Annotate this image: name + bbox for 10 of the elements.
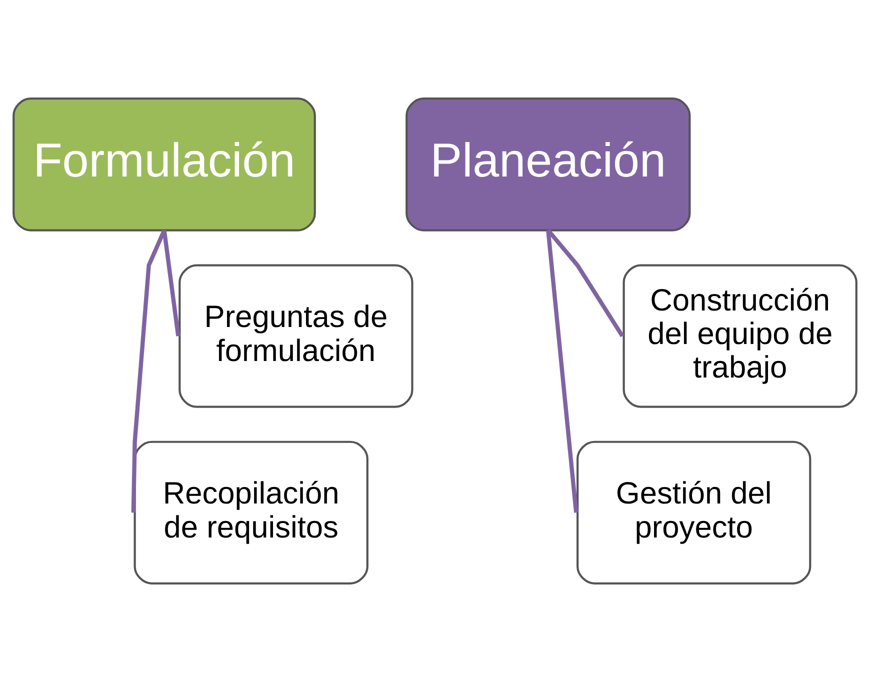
connector (546, 228, 624, 338)
node-box: Planeación (406, 98, 691, 232)
connector (131, 229, 166, 513)
node-box: Preguntas de formulación (178, 264, 414, 408)
node-box: Construcción del equipo de trabajo (622, 264, 858, 408)
connector (546, 230, 578, 513)
node-box: Formulación (12, 98, 316, 232)
node-box: Gestión del proyecto (576, 440, 812, 584)
node-box: Recopilación de requisitos (134, 440, 368, 584)
connector (162, 230, 180, 336)
